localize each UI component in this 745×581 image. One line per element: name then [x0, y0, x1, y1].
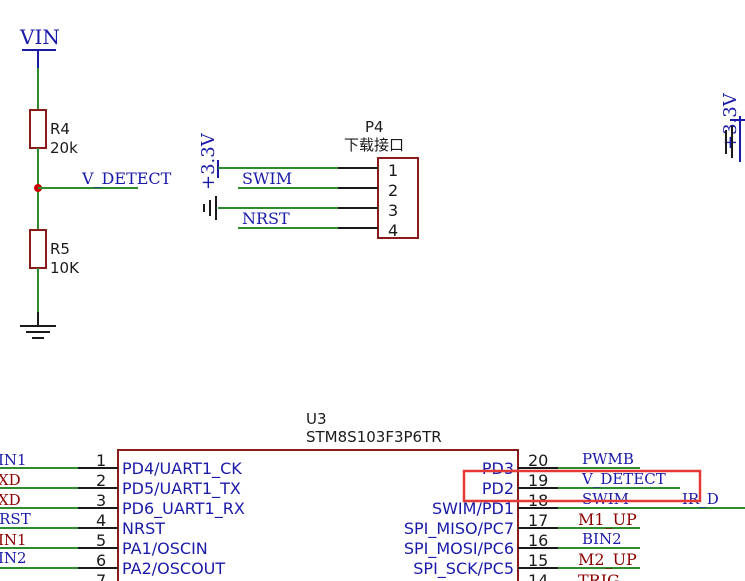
u3-left-net: IN1 [0, 451, 27, 469]
p4-pin-3: 3 [388, 201, 398, 220]
u3-part: STM8S103F3P6TR [306, 428, 442, 446]
u3-right-net: M2_UP [578, 550, 637, 569]
u3-left-net: IN1 [0, 531, 27, 549]
p4-power-symbol: +3.3V [198, 132, 338, 190]
u3-pin-name: PD6_UART1_RX [122, 499, 245, 519]
mcu-body [117, 449, 519, 581]
p4-ref: P4 [365, 118, 384, 136]
r4-ref: R4 [50, 120, 70, 138]
u3-pin-name: PD4/UART1_CK [122, 459, 242, 479]
u3-pin-num: 3 [96, 491, 106, 510]
p4-name: 下载接口 [344, 136, 404, 154]
mcu-u3: U3 STM8S103F3P6TR [117, 410, 519, 581]
u3-pin-num: 16 [528, 531, 548, 550]
mcu-left-pins: 1 PD4/UART1_CK IN1 2 PD5/UART1_TX XD 3 P… [0, 451, 245, 581]
u3-pin-num: 5 [96, 531, 106, 550]
ground-icon [203, 196, 338, 220]
u3-right-net: BIN2 [582, 530, 622, 548]
highlight-box [462, 469, 702, 503]
vin-label: VIN [19, 25, 60, 49]
r5-ref: R5 [50, 240, 70, 258]
u3-left-net: XD [0, 471, 21, 489]
u3-pin-num: 15 [528, 551, 548, 570]
p4-power-label: +3.3V [198, 132, 219, 190]
u3-pin-num: 14 [528, 571, 548, 581]
u3-ref: U3 [306, 410, 327, 428]
p4-pin-1: 1 [388, 161, 398, 180]
u3-pin-name: NRST [122, 519, 165, 538]
u3-right-net: V_DETECT [581, 470, 666, 488]
u3-pin-num: 4 [96, 511, 106, 530]
right-power-symbol: +3.3V [720, 92, 745, 162]
u3-pin-num: 20 [528, 451, 548, 470]
u3-left-net: XD [0, 491, 21, 509]
p4-pin-2: 2 [388, 181, 398, 200]
u3-pin-name: PA2/OSCOUT [122, 559, 225, 578]
u3-pin-num: 2 [96, 471, 106, 490]
p4-pin-4: 4 [388, 221, 398, 240]
u3-pin-name: SPI_MOSI/PC6 [404, 539, 514, 559]
v-detect-net-label: V_DETECT [81, 169, 172, 188]
u3-right-net: M1_UP [578, 510, 637, 529]
u3-pin-name: PD3 [482, 459, 514, 478]
u3-pin-name: SPI_SCK/PC5 [413, 559, 514, 579]
r5-value: 10K [50, 259, 80, 277]
u3-pin-name: SPI_MISO/PC7 [404, 519, 514, 539]
p4-swim-label: SWIM [242, 169, 292, 188]
vin-power-symbol: VIN [19, 25, 60, 68]
u3-right-net: SWIM [582, 490, 629, 508]
u3-pin-num: 6 [96, 551, 106, 570]
u3-pin-num: 17 [528, 511, 548, 530]
u3-pin-name: PD5/UART1_TX [122, 479, 241, 499]
u3-left-net: IN2 [0, 549, 27, 567]
r4-value: 20k [50, 139, 78, 157]
mcu-right-pins: 20 PD3 PWMB 19 PD2 V_DETECT 18 SWIM/PD1 … [404, 450, 745, 581]
ground-icon [20, 312, 56, 339]
u3-right-net: TRIG [578, 571, 620, 581]
u3-left-net: NRST [0, 510, 31, 528]
u3-pin-num: 1 [96, 451, 106, 470]
u3-pin-name: PD2 [482, 479, 514, 498]
u3-pin-num: 7 [96, 571, 106, 581]
u3-right-net: PWMB [582, 450, 634, 468]
right-power-label: +3.3V [720, 92, 741, 150]
p4-nrst-label: NRST [242, 209, 290, 228]
u3-pin-name: PA1/OSCIN [122, 539, 208, 558]
u3-pin-num: 19 [528, 471, 548, 490]
u3-pin-name: SWIM/PD1 [432, 499, 514, 518]
connector-p4: P4 下载接口 1 2 3 4 [338, 118, 419, 240]
